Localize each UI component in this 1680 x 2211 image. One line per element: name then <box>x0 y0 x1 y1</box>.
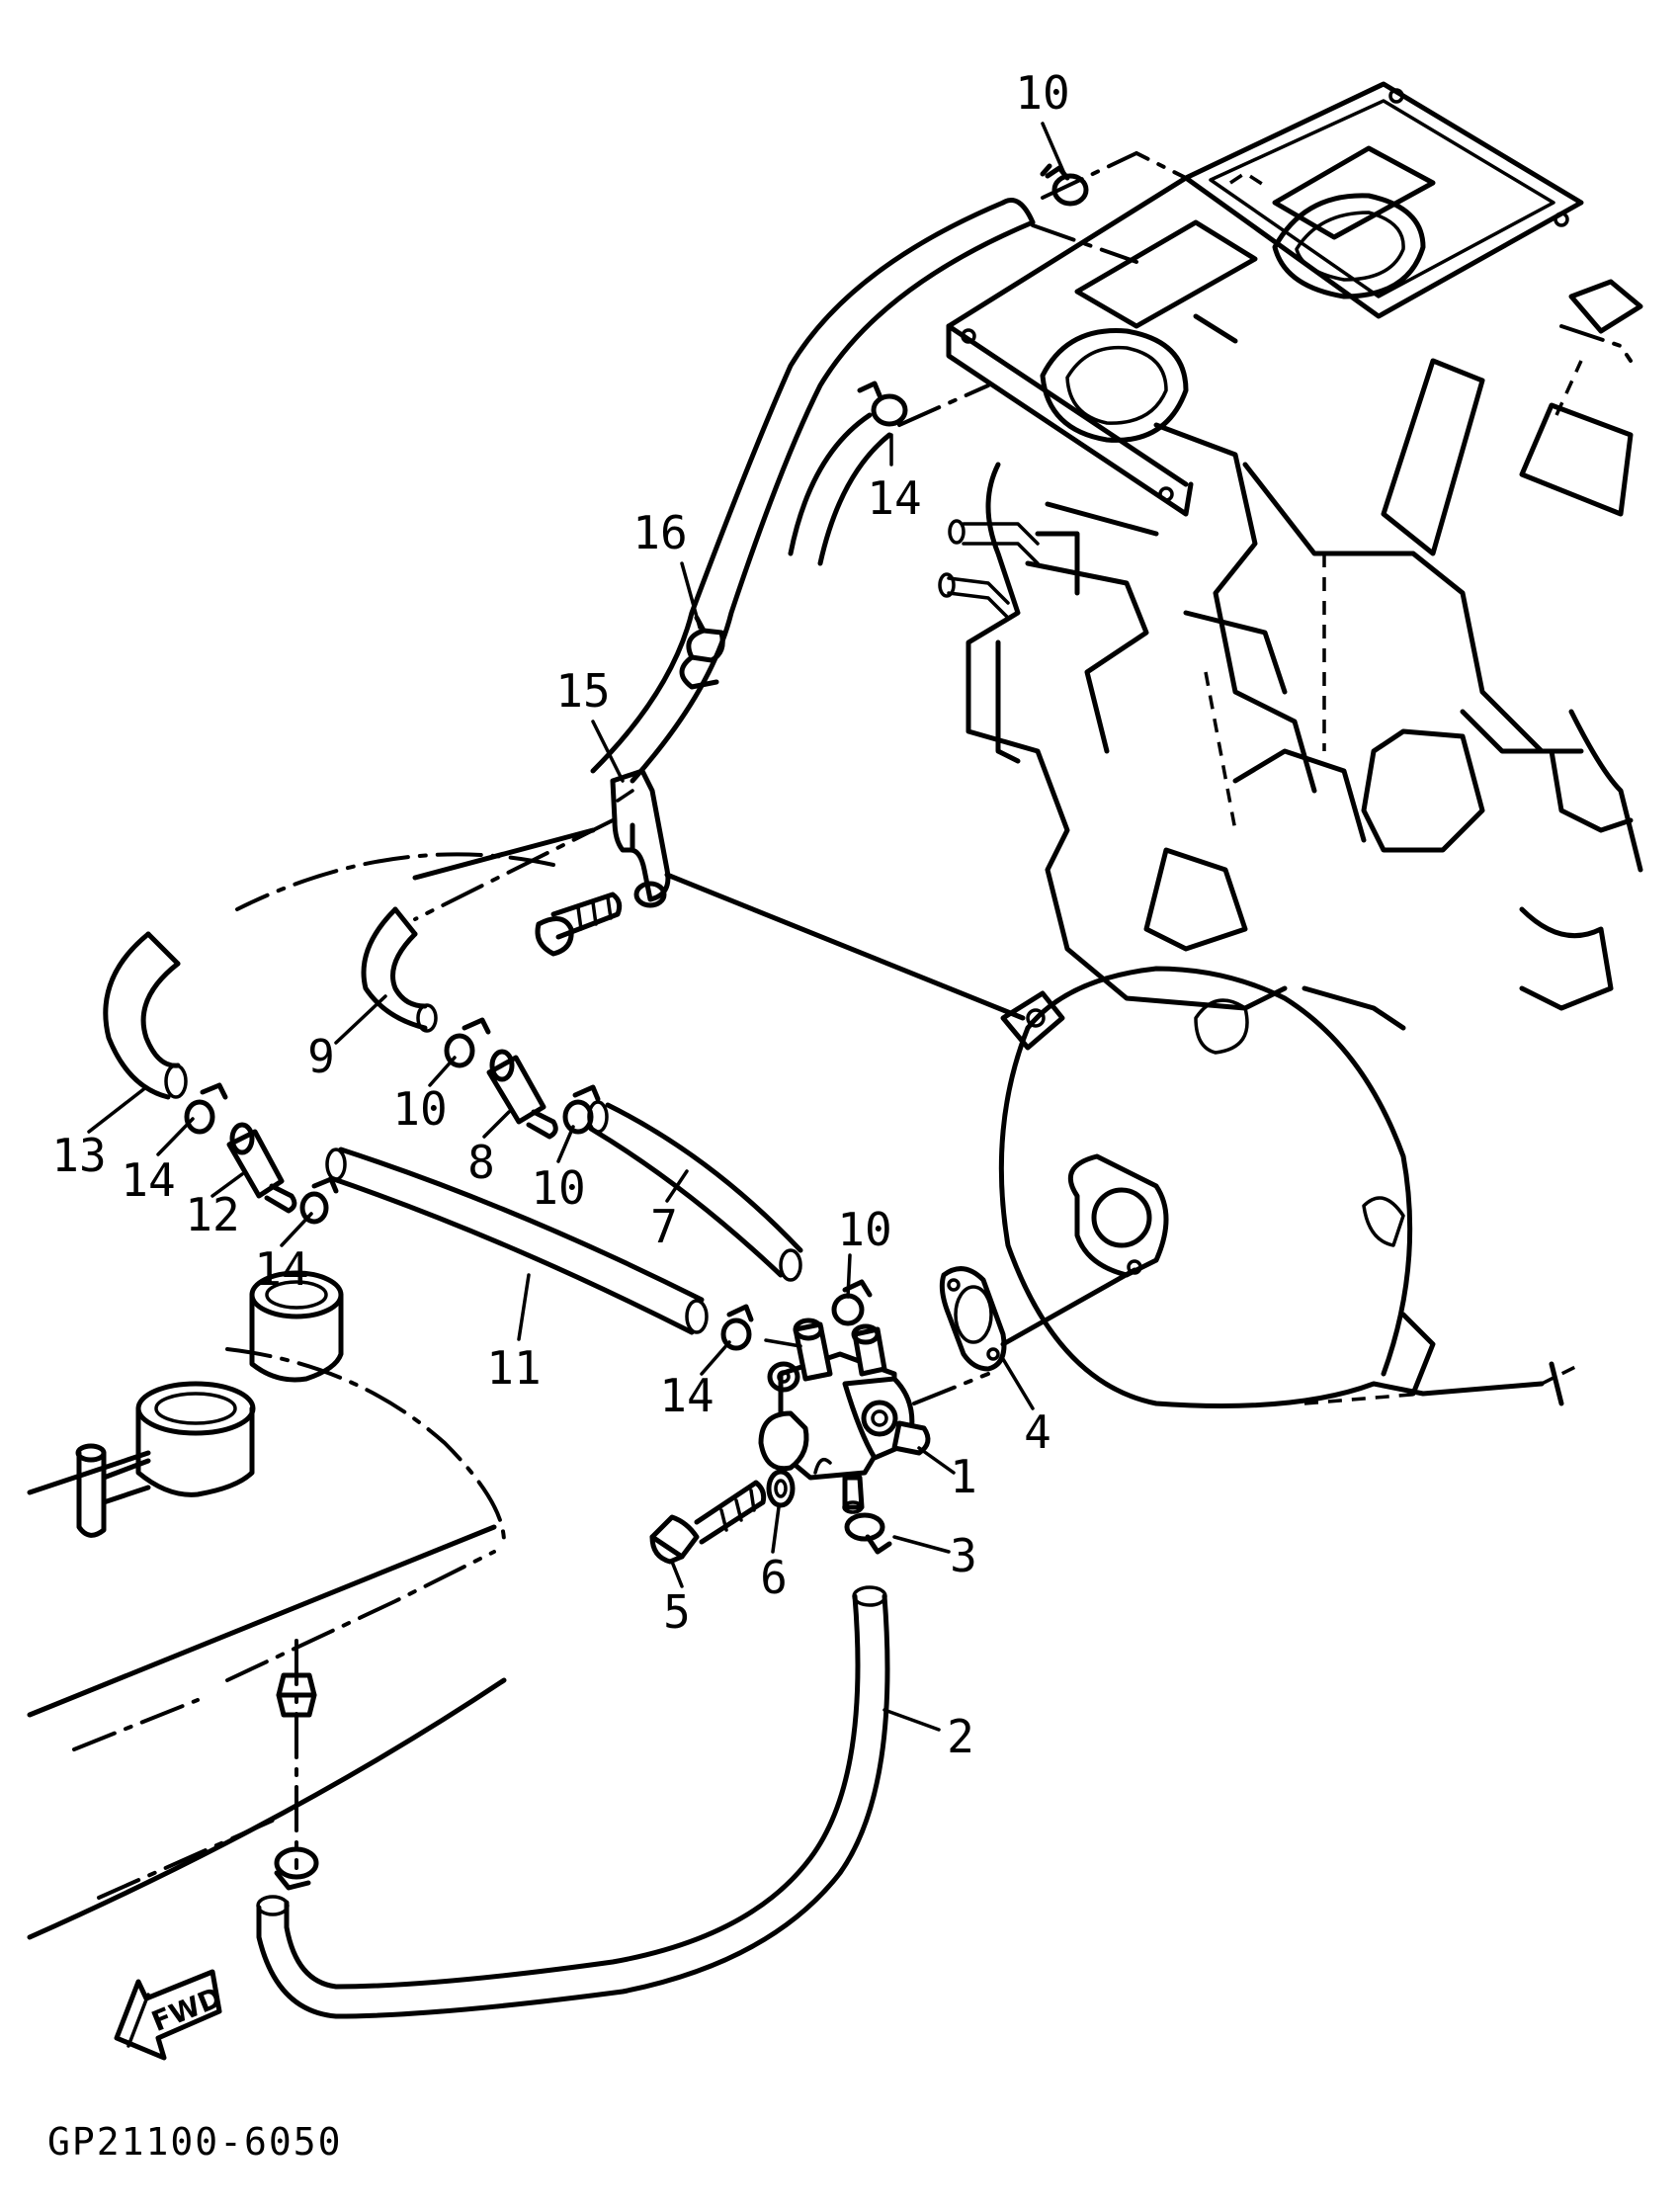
callout-14: 14 <box>121 1153 175 1207</box>
callout-11: 11 <box>486 1341 541 1395</box>
callout-16: 16 <box>632 506 687 559</box>
clamp-14-pump <box>720 1304 754 1351</box>
clamp-tank <box>274 1846 319 1891</box>
hose-13 <box>103 852 555 1100</box>
bracket-15 <box>412 768 1026 1021</box>
clamp-3 <box>844 1512 892 1555</box>
callout-15: 15 <box>555 664 610 718</box>
oil-pump-1 <box>758 1318 990 1514</box>
clamp-10-c <box>562 1084 601 1135</box>
callout-14: 14 <box>659 1369 714 1422</box>
oil-hose-upper <box>590 150 1188 784</box>
hose-7 <box>587 1100 803 1282</box>
hose-11 <box>325 1147 709 1335</box>
fwd-direction-arrow: FWD <box>114 1969 226 2061</box>
fitting-12 <box>226 1122 297 1214</box>
callout-12: 12 <box>185 1188 239 1241</box>
callout-13: 13 <box>51 1129 106 1182</box>
callout-2: 2 <box>947 1710 974 1763</box>
callout-4: 4 <box>1024 1405 1051 1459</box>
callout-5: 5 <box>663 1585 691 1639</box>
clamp-10-b <box>444 1017 491 1068</box>
callout-14: 14 <box>867 471 921 525</box>
callout-10: 10 <box>531 1161 585 1215</box>
bolt-5 <box>649 1480 767 1565</box>
engine-assembly <box>938 81 1643 1408</box>
callout-numbers: 10 14 16 15 9 13 14 12 14 10 8 10 7 10 1… <box>51 66 1069 1763</box>
gasket-4 <box>939 1266 1137 1372</box>
callout-14: 14 <box>254 1242 308 1296</box>
fitting-8 <box>486 1049 558 1140</box>
leader-lines <box>87 122 1067 1732</box>
fwd-label: FWD <box>147 1981 226 2038</box>
callout-7: 7 <box>650 1200 678 1253</box>
callout-6: 6 <box>760 1551 788 1604</box>
callout-9: 9 <box>307 1030 335 1083</box>
clamp-14-left <box>184 1082 228 1135</box>
hose-9 <box>361 818 615 1033</box>
clamp-14-mid <box>299 1176 339 1225</box>
callout-1: 1 <box>950 1450 977 1503</box>
clamp-10-d <box>831 1279 873 1326</box>
diagram-reference-code: GP21100-6050 <box>47 2120 343 2164</box>
callout-8: 8 <box>467 1136 495 1189</box>
callout-10: 10 <box>837 1203 891 1256</box>
callout-10: 10 <box>1015 66 1069 120</box>
callout-10: 10 <box>392 1082 447 1136</box>
washer-6 <box>766 1469 796 1508</box>
hose-2 <box>256 1585 890 2019</box>
oil-tank <box>27 1270 507 1940</box>
callout-3: 3 <box>950 1529 977 1582</box>
clamp-14-top <box>857 381 908 427</box>
